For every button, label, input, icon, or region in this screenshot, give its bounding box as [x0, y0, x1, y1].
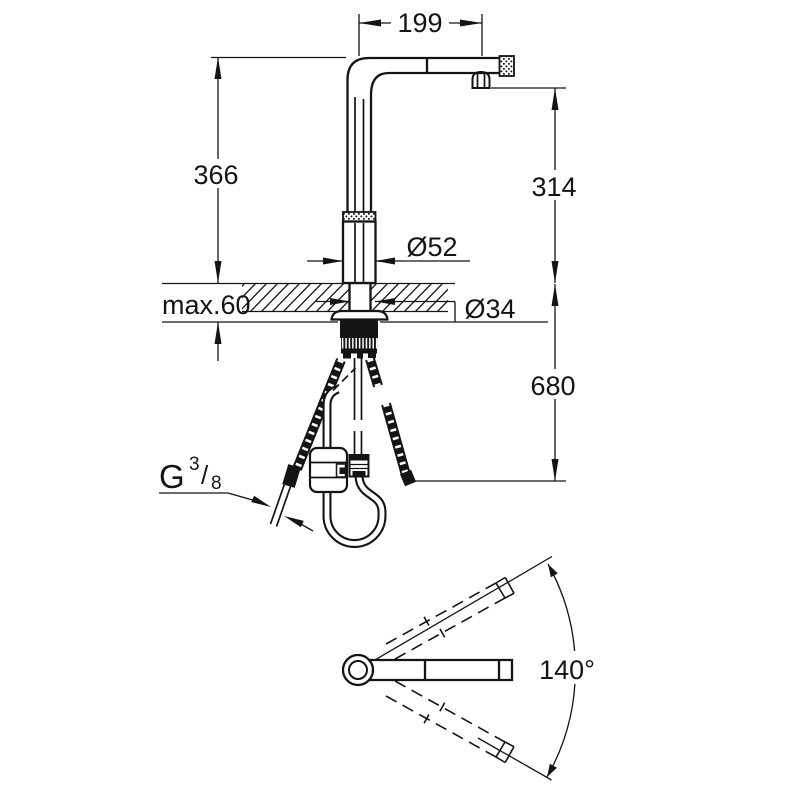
dim-label-reach: 199 [397, 8, 442, 38]
faucet-base-body [341, 220, 377, 285]
thread-slash: / [201, 460, 209, 490]
riser-knurl-ring [342, 211, 377, 223]
dim-label-swivel-angle: 140° [539, 655, 595, 685]
thread-denominator: 8 [211, 473, 222, 494]
thread-letter-g: G [159, 458, 185, 495]
dimension-spout-height-314: 314 [522, 88, 586, 283]
mounting-nut [340, 319, 378, 338]
dimension-reach-199: 199 [359, 8, 482, 38]
dashed-spout-upper [385, 582, 497, 645]
supply-hose-right [365, 357, 383, 388]
faucet-front-view [330, 55, 515, 359]
hose-weight [308, 446, 349, 494]
dim-label-hole-diameter: Ø34 [464, 294, 515, 324]
swivel-limit-upper [373, 555, 553, 662]
countertop-hatch [242, 283, 448, 312]
swivel-limit-lower [477, 737, 552, 781]
washer-flange [330, 309, 389, 321]
supply-hose-right-fitting [399, 469, 417, 487]
topview-pivot-body [341, 653, 375, 687]
supply-hose-left-fitting [282, 464, 301, 488]
dim-label-hose-drop: 680 [530, 371, 575, 401]
spray-outlet [471, 70, 491, 89]
dimension-base-diameter-52: Ø52 [307, 232, 470, 265]
dimension-hole-diameter-34: Ø34 [316, 294, 516, 324]
dimension-height-366: 366 [184, 57, 248, 283]
swivel-top-view: 140° [341, 555, 610, 781]
faucet-spout [346, 56, 500, 212]
dimension-max60: max.60 [162, 290, 251, 361]
mounting-nut-serration [341, 338, 378, 349]
dashed-spout-lower [385, 695, 497, 758]
dim-label-max-counter: max.60 [162, 290, 251, 320]
topview-spout-bar [369, 658, 514, 682]
under-counter-hoses [269, 357, 417, 548]
label-thread-g38: G 3 / 8 [159, 454, 314, 532]
dim-label-height: 366 [193, 160, 238, 190]
spray-head-grip [498, 55, 515, 77]
dim-label-spout-height: 314 [531, 172, 576, 202]
dim-label-base-diameter: Ø52 [406, 232, 457, 262]
dimension-hose-drop-680: 680 [521, 284, 585, 481]
thread-numerator: 3 [189, 454, 200, 475]
